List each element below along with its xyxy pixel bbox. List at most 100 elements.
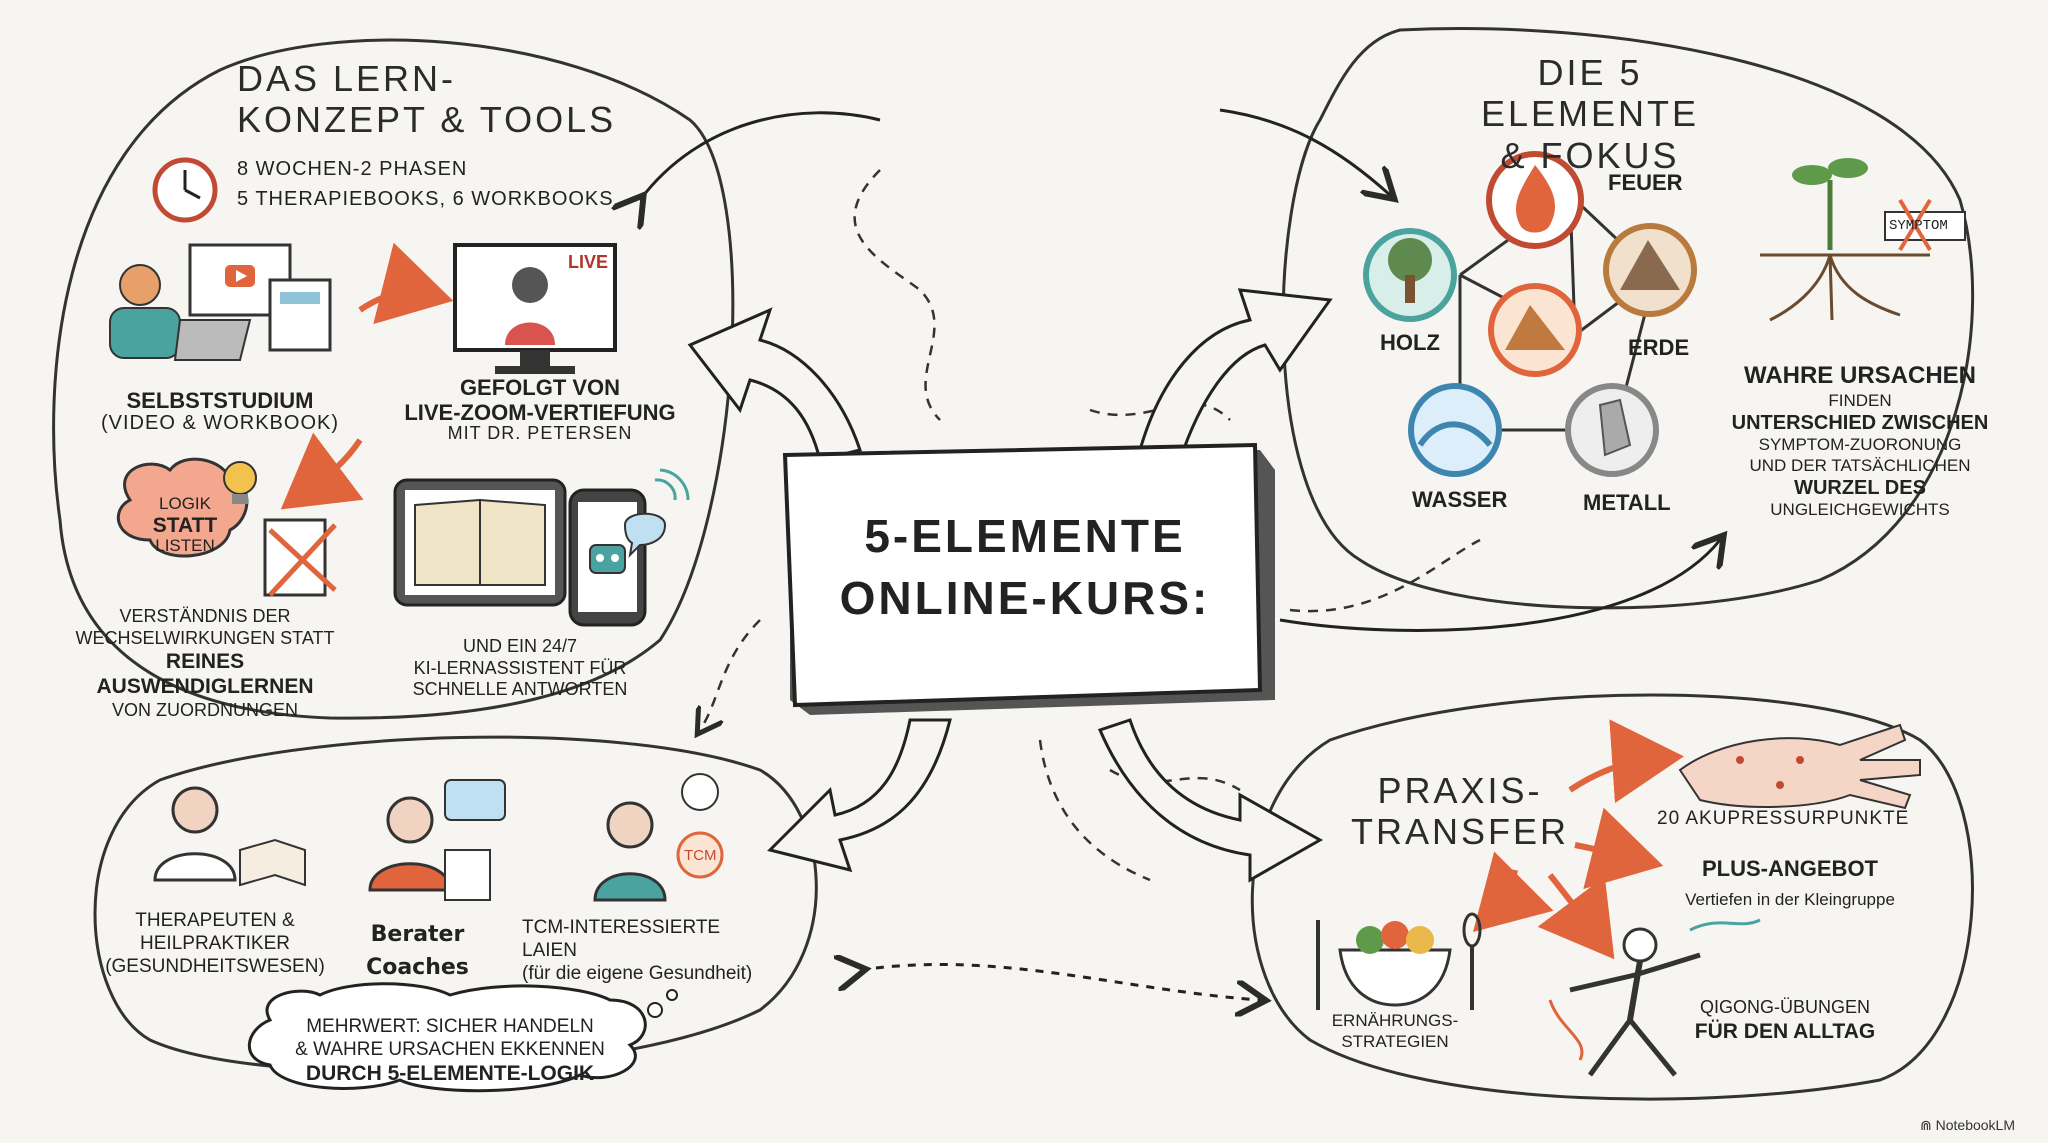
verstaendnis-line4: VON ZUORDNUNGEN — [111, 699, 298, 720]
ernaehrung-label: ERNÄHRUNGS- STRATEGIEN — [1300, 1010, 1490, 1053]
ursachen-line1: WAHRE URSACHEN — [1743, 362, 1976, 389]
layperson-icon — [593, 773, 724, 902]
food-bowl-icon — [1316, 912, 1482, 1010]
live-badge: LIVE — [568, 252, 609, 272]
laien-line3: (für die eigene Gesundheit) — [522, 962, 753, 984]
student-laptop-icon — [109, 243, 332, 361]
ursachen-text: WAHRE URSACHEN FINDEN UNTERSCHIED ZWISCH… — [1720, 362, 2000, 520]
brain-label: LOGIK STATT LISTEN — [140, 494, 230, 555]
notebooklm-logo-icon: ⋒ — [1920, 1117, 1932, 1133]
ursachen-line6: WURZEL DES — [1794, 476, 1926, 499]
orange-arrow — [358, 242, 454, 325]
metall-icon — [1565, 383, 1659, 477]
selbststudium-title: SELBSTSTUDIUM — [126, 388, 314, 413]
coach-icon — [368, 779, 506, 901]
center-title-line2: ONLINE-KURS: — [839, 572, 1211, 625]
laien-line1: TCM-INTERESSIERTE — [522, 917, 721, 938]
dashed-connector — [853, 169, 941, 421]
erde-icon — [1603, 223, 1697, 317]
plus-angebot-sub: Vertiefen in der Kleingruppe — [1685, 890, 1895, 909]
dashed-connector — [1289, 538, 1481, 613]
element-label-metall: METALL — [1583, 490, 1671, 515]
qigong-label: QIGONG-ÜBUNGEN FÜR DEN ALLTAG — [1660, 996, 1910, 1045]
ernaehrung-line2: STRATEGIEN — [1341, 1032, 1449, 1052]
lernkonzept-title-line2: KONZEPT & TOOLS — [237, 99, 617, 141]
mehrwert-line1: MEHRWERT: SICHER HANDELN — [306, 1016, 594, 1037]
verstaendnis-line1: VERSTÄNDNIS DER — [119, 606, 291, 626]
watermark-label: NotebookLM — [1935, 1117, 2016, 1133]
connector-lern-to-elemente — [640, 111, 881, 200]
connector-elemente-to-wurzel — [1279, 540, 1720, 632]
tcm-badge: TCM — [684, 847, 717, 864]
praxis-title-line2: TRANSFER — [1350, 811, 1569, 853]
watermark: ⋒ NotebookLM — [1920, 1117, 2015, 1133]
elemente-title-line2: & FOKUS — [1500, 134, 1680, 176]
brain-icon — [116, 457, 249, 558]
elemente-title-line1: DIE 5 ELEMENTE — [1480, 52, 1700, 135]
verstaendnis-line3: REINES AUSWENDIGLERNEN — [96, 650, 314, 699]
orange-arrow — [1537, 873, 1615, 960]
duration-label: 8 WOCHEN-2 PHASEN — [237, 158, 468, 180]
connector-to-elemente — [1219, 108, 1390, 195]
hand-acupressure-icon — [1678, 723, 1921, 810]
brain-label-line2: STATT — [152, 513, 218, 537]
ki-assistent-text: UND EIN 24/7 KI-LERNASSISTENT FÜR SCHNEL… — [390, 636, 650, 701]
qigong-figure-icon — [1548, 918, 1761, 1077]
tablet-book-icon — [393, 478, 567, 607]
section-outline-zielgruppe — [93, 735, 818, 1073]
dashed-connector — [1038, 739, 1151, 882]
live-zoom-sub: MIT DR. PETERSEN — [447, 423, 633, 443]
center-title-line1: 5-ELEMENTE — [864, 510, 1186, 562]
orange-arrow — [1574, 807, 1664, 890]
live-zoom-title: GEFOLGT VON LIVE-ZOOM-VERTIEFUNG — [400, 375, 680, 426]
live-zoom-title-line1: GEFOLGT VON — [459, 375, 621, 400]
big-arrow-lower-right — [1097, 718, 1324, 883]
wasser-icon — [1408, 383, 1502, 477]
akupressur-label: 20 AKUPRESSURPUNKTE — [1657, 808, 1910, 829]
big-arrow-lower-left — [767, 718, 952, 873]
elemente-title: DIE 5 ELEMENTE & FOKUS — [1440, 52, 1740, 176]
ki-line1: UND EIN 24/7 — [462, 636, 578, 656]
ursachen-line7: UNGLEICHGEWICHTS — [1770, 499, 1950, 519]
ursachen-line5: UND DER TATSÄCHLICHEN — [1749, 455, 1971, 475]
ursachen-line3: UNTERSCHIED ZWISCHEN — [1731, 412, 1989, 435]
element-label-feuer: FEUER — [1608, 170, 1683, 195]
plus-angebot-title: PLUS-ANGEBOT — [1702, 856, 1878, 881]
section-outline-elemente — [1281, 27, 1975, 610]
center-element-icon — [1488, 283, 1582, 377]
ernaehrung-line1: ERNÄHRUNGS- — [1331, 1011, 1459, 1030]
phone-robot-icon — [568, 468, 690, 627]
orange-arrow — [1473, 851, 1554, 932]
holz-icon — [1363, 228, 1457, 322]
lightbulb-icon — [223, 461, 257, 504]
live-monitor-icon — [453, 243, 617, 374]
big-arrow-upper-right — [1138, 288, 1333, 462]
zielgruppe-laien: TCM-INTERESSIERTE LAIEN (für die eigene … — [522, 917, 812, 985]
lernkonzept-title-line1: DAS LERN- — [237, 58, 457, 99]
feuer-icon — [1486, 151, 1584, 249]
mehrwert-text: MEHRWERT: SICHER HANDELN & WAHRE URSACHE… — [270, 1015, 630, 1087]
center-title: 5-ELEMENTE ONLINE-KURS: — [800, 505, 1250, 629]
lernkonzept-title: DAS LERN- KONZEPT & TOOLS — [237, 58, 616, 141]
mehrwert-line3: DURCH 5-ELEMENTE-LOGIK — [305, 1062, 595, 1086]
brain-label-line3: LISTEN — [155, 535, 215, 555]
verstaendnis-text: VERSTÄNDNIS DER WECHSELWIRKUNGEN STATT R… — [60, 606, 350, 721]
zielgruppe-therapeuten: THERAPEUTEN & HEILPRAKTIKER (GESUNDHEITS… — [90, 910, 340, 978]
therapeuten-line1: THERAPEUTEN & — [135, 910, 295, 931]
element-label-holz: HOLZ — [1380, 330, 1440, 355]
ursachen-line2: FINDEN — [1828, 390, 1892, 410]
element-label-erde: ERDE — [1628, 335, 1690, 360]
thought-cloud — [247, 982, 678, 1093]
ki-line3: SCHNELLE ANTWORTEN — [412, 679, 628, 700]
live-zoom-title-line2: LIVE-ZOOM-VERTIEFUNG — [404, 400, 676, 426]
brain-label-line1: LOGIK — [159, 494, 211, 513]
praxis-title-line1: PRAXIS- — [1377, 770, 1543, 811]
verstaendnis-line2: WECHSELWIRKUNGEN STATT — [75, 627, 335, 648]
symptom-label: SYMPTOM — [1889, 218, 1948, 234]
mehrwert-line2: & WAHRE URSACHEN EKKENNEN — [295, 1039, 605, 1061]
root-plant-icon — [1760, 158, 1966, 322]
qigong-line1: QIGONG-ÜBUNGEN — [1699, 997, 1870, 1017]
therapeuten-line2: HEILPRAKTIKER — [140, 932, 290, 954]
coaches-line1: Berater — [370, 922, 465, 947]
